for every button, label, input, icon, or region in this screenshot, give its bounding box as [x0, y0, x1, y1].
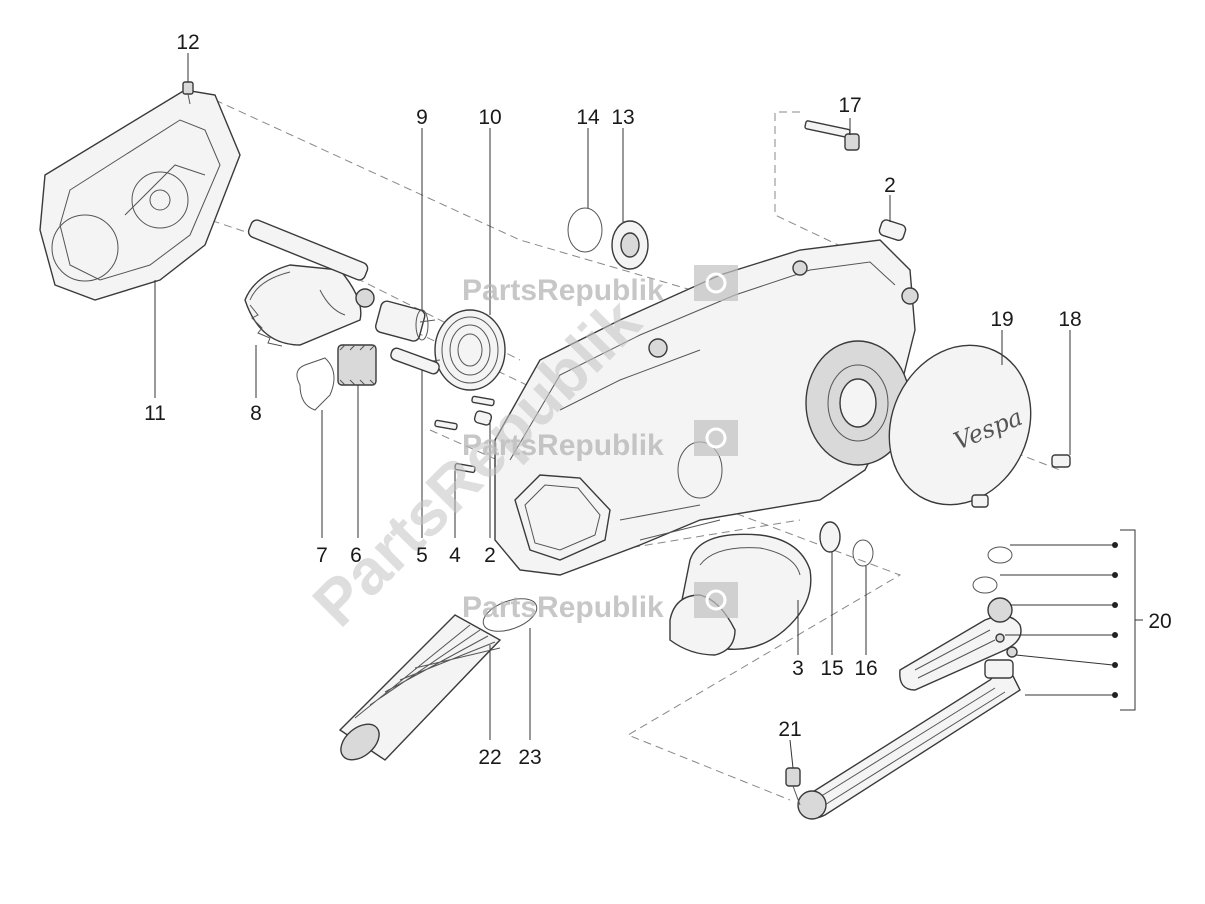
kickstart-gear-part [244, 219, 375, 347]
callout-21: 21 [778, 718, 801, 741]
callout-16: 16 [854, 657, 877, 680]
bracket-dot [1112, 572, 1118, 578]
callout-4: 4 [449, 544, 461, 567]
callout-8: 8 [250, 402, 262, 425]
pinion-gear-6-part [337, 344, 377, 386]
watermark-gear-icon [694, 265, 738, 301]
logo-cover-19-part: Vespa [888, 344, 1032, 506]
clip-7-part [296, 357, 335, 411]
callout-15: 15 [820, 657, 843, 680]
callout-13: 13 [611, 106, 634, 129]
bracket-dot [1112, 692, 1118, 698]
rubber-boot-22-part [338, 614, 502, 761]
callout-17: 17 [838, 94, 861, 117]
callout-10: 10 [478, 106, 501, 129]
callout-2-right: 2 [884, 174, 896, 197]
group-bracket-20 [1000, 529, 1143, 711]
callout-labels: 12 11 8 7 6 9 10 5 4 2 14 13 17 2 19 18 … [144, 31, 1172, 769]
callout-20: 20 [1148, 610, 1171, 633]
callout-14: 14 [576, 106, 600, 129]
callout-22: 22 [478, 746, 501, 769]
cover-plate-part [39, 89, 241, 301]
watermark-text: PartsRepublik [462, 429, 664, 462]
bolt-17-part [804, 120, 860, 151]
callout-9: 9 [416, 106, 428, 129]
washers-part [819, 521, 874, 567]
kickstart-lever-20-part [899, 546, 1022, 691]
callout-6: 6 [350, 544, 362, 567]
watermark-text: PartsRepublik [462, 274, 664, 307]
spring-10-part [419, 309, 506, 391]
bracket-dot [1112, 662, 1118, 668]
pin-5-part [390, 347, 440, 375]
leader-lines [154, 53, 1071, 769]
transmission-cover-part [494, 239, 919, 576]
watermark-text: PartsRepublik [462, 591, 664, 624]
intake-duct-3-part [669, 533, 812, 656]
callout-7: 7 [316, 544, 328, 567]
clamp-23-part [482, 598, 538, 632]
bracket-dot [1112, 602, 1118, 608]
bracket-dot [1112, 632, 1118, 638]
small-screws-part [434, 395, 495, 474]
callout-2-left: 2 [484, 544, 496, 567]
circlip-14-part [567, 207, 603, 253]
bushing-9-part [374, 300, 429, 342]
watermark-gear-icon [694, 582, 738, 618]
callout-18: 18 [1058, 308, 1081, 331]
callout-12: 12 [176, 31, 199, 54]
bracket-dot [1112, 542, 1118, 548]
kick-arm-21-part [785, 659, 1021, 820]
bearing-13-part [611, 220, 649, 270]
callout-3: 3 [792, 657, 804, 680]
watermark-gear-icon [694, 420, 738, 456]
callout-11: 11 [144, 402, 166, 425]
callout-5: 5 [416, 544, 428, 567]
callout-23: 23 [518, 746, 541, 769]
dowel-2-part [878, 219, 907, 242]
callout-19: 19 [990, 308, 1013, 331]
screw-18-part [971, 454, 1071, 508]
